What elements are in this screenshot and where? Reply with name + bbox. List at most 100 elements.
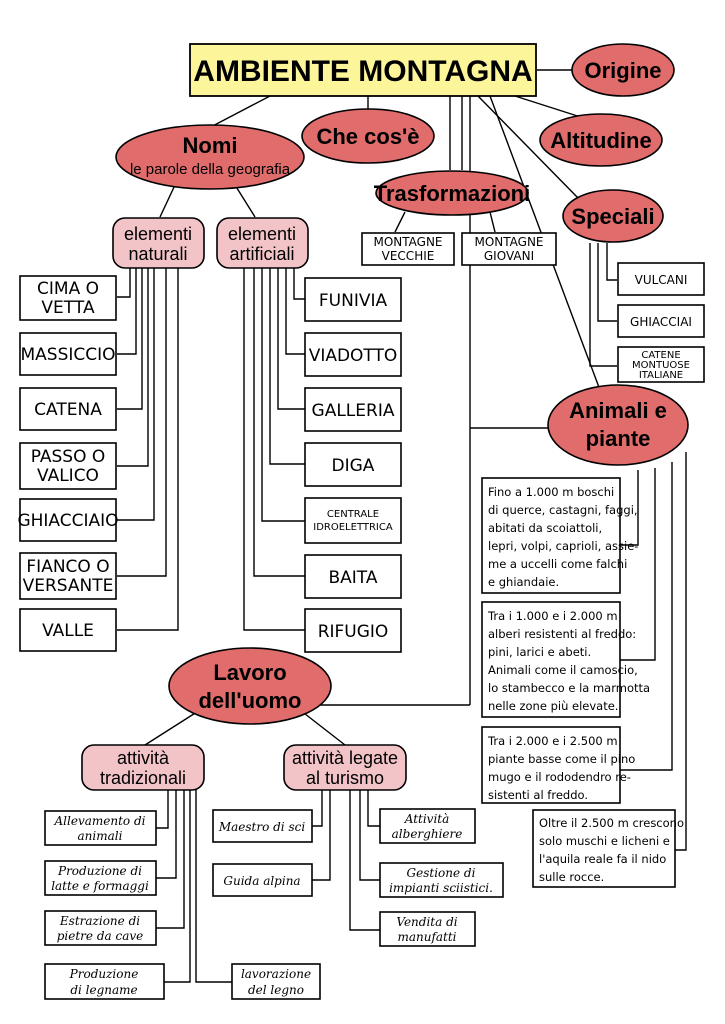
pill-elementi-artificiali: elementi artificiali <box>216 217 309 269</box>
oval-che-cose: Che cos'è <box>301 108 435 164</box>
svg-text:MONTAGNE: MONTAGNE <box>373 235 442 249</box>
svg-text:alberi resistenti al freddo:: alberi resistenti al freddo: <box>488 627 636 641</box>
svg-text:IDROELETTRICA: IDROELETTRICA <box>313 522 393 533</box>
svg-text:CENTRALE: CENTRALE <box>327 509 379 520</box>
svg-text:me a uccelli come falchi: me a uccelli come falchi <box>488 557 627 571</box>
svg-text:MONTUOSE: MONTUOSE <box>632 360 690 371</box>
box-valle: VALLE <box>19 608 117 652</box>
box-galleria: GALLERIA <box>304 387 402 432</box>
svg-text:RIFUGIO: RIFUGIO <box>318 622 389 642</box>
box-vulcani: VULCANI <box>617 262 705 296</box>
svg-text:Allevamento di: Allevamento di <box>54 814 146 828</box>
svg-text:CATENE: CATENE <box>641 350 680 361</box>
svg-text:Guida alpina: Guida alpina <box>223 874 300 888</box>
svg-text:latte e formaggi: latte e formaggi <box>51 879 149 893</box>
box-centrale-idroelettrica: CENTRALE IDROELETTRICA <box>304 497 402 544</box>
box-rifugio: RIFUGIO <box>304 608 402 653</box>
box-estrazione-pietre: Estrazione di pietre da cave <box>44 910 157 946</box>
svg-text:Lavoro: Lavoro <box>213 660 286 685</box>
pill-attivita-turismo: attività legate al turismo <box>283 744 407 791</box>
svg-text:Oltre il 2.500 m crescono: Oltre il 2.500 m crescono <box>539 816 684 830</box>
box-allevamento: Allevamento di animali <box>44 810 157 846</box>
page-title: AMBIENTE MONTAGNA <box>193 55 532 88</box>
oval-trasformazioni: Trasformazioni <box>374 170 530 216</box>
oval-nomi: Nomi le parole della geografia <box>115 124 305 190</box>
svg-text:pietre da cave: pietre da cave <box>57 929 144 943</box>
box-latte-formaggi: Produzione di latte e formaggi <box>44 860 157 896</box>
svg-text:tradizionali: tradizionali <box>100 768 186 788</box>
svg-text:FUNIVIA: FUNIVIA <box>319 291 388 311</box>
svg-text:e ghiandaie.: e ghiandaie. <box>488 575 559 589</box>
box-catena: CATENA <box>19 387 117 431</box>
svg-text:Trasformazioni: Trasformazioni <box>374 181 530 206</box>
svg-text:GIOVANI: GIOVANI <box>484 249 534 263</box>
svg-text:VALICO: VALICO <box>37 466 99 486</box>
svg-text:VECCHIE: VECCHIE <box>382 249 435 263</box>
svg-text:BAITA: BAITA <box>329 568 378 588</box>
svg-text:GHIACCIAI: GHIACCIAI <box>630 315 692 329</box>
svg-text:del legno: del legno <box>248 983 304 997</box>
svg-text:MONTAGNE: MONTAGNE <box>474 235 543 249</box>
oval-animali-piante: Animali e piante <box>547 384 689 466</box>
svg-text:animali: animali <box>78 829 123 843</box>
box-produzione-legname: Produzione di legname <box>44 963 165 1000</box>
note-oltre-2500: Oltre il 2.500 m crescono solo muschi e … <box>532 809 684 888</box>
svg-text:VERSANTE: VERSANTE <box>23 576 114 596</box>
svg-text:lavorazione: lavorazione <box>241 967 311 981</box>
svg-text:GHIACCIAIO: GHIACCIAIO <box>17 511 118 531</box>
svg-text:CIMA O: CIMA O <box>37 279 99 299</box>
box-impianti-sciistici: Gestione di impianti sciistici. <box>379 862 504 898</box>
title-box: AMBIENTE MONTAGNA <box>189 43 537 97</box>
svg-text:VIADOTTO: VIADOTTO <box>309 346 398 366</box>
svg-text:VULCANI: VULCANI <box>635 273 688 287</box>
svg-text:Attività: Attività <box>404 812 450 826</box>
oval-lavoro-uomo: Lavoro dell'uomo <box>168 647 332 725</box>
svg-text:di legname: di legname <box>70 983 137 997</box>
svg-text:VETTA: VETTA <box>41 298 95 318</box>
oval-speciali: Speciali <box>562 189 664 243</box>
svg-text:VALLE: VALLE <box>42 621 94 641</box>
svg-text:Produzione di: Produzione di <box>57 864 142 878</box>
svg-text:Tra i 2.000 e i 2.500 m: Tra i 2.000 e i 2.500 m <box>487 734 618 748</box>
svg-text:abitati da scoiattoli,: abitati da scoiattoli, <box>488 521 602 535</box>
svg-text:lo stambecco e la marmotta: lo stambecco e la marmotta <box>488 681 650 695</box>
svg-text:ITALIANE: ITALIANE <box>639 370 683 381</box>
svg-text:Origine: Origine <box>584 58 661 83</box>
svg-text:attività: attività <box>117 748 170 768</box>
svg-text:sulle rocce.: sulle rocce. <box>539 870 604 884</box>
svg-text:nelle zone più elevate.: nelle zone più elevate. <box>488 699 618 713</box>
svg-text:Vendita di: Vendita di <box>396 915 457 929</box>
svg-text:Tra i 1.000 e i 2.000 m: Tra i 1.000 e i 2.000 m <box>487 609 618 623</box>
svg-text:Animali come il camoscio,: Animali come il camoscio, <box>488 663 638 677</box>
box-ghiacciaio: GHIACCIAIO <box>17 498 119 542</box>
svg-text:mugo e il rododendro re-: mugo e il rododendro re- <box>488 770 631 784</box>
svg-text:alberghiere: alberghiere <box>392 827 463 841</box>
svg-text:Produzione: Produzione <box>69 967 139 981</box>
svg-text:DIGA: DIGA <box>332 456 375 476</box>
svg-text:MASSICCIO: MASSICCIO <box>20 345 115 365</box>
box-maestro-sci: Maestro di sci <box>212 809 313 843</box>
box-diga: DIGA <box>304 442 402 487</box>
svg-text:naturali: naturali <box>128 244 187 264</box>
box-massiccio: MASSICCIO <box>19 332 117 376</box>
box-catene-montuose: CATENE MONTUOSE ITALIANE <box>617 346 705 383</box>
oval-origine: Origine <box>571 43 675 97</box>
box-montagne-giovani: MONTAGNE GIOVANI <box>461 232 557 266</box>
svg-text:elementi: elementi <box>228 224 296 244</box>
svg-text:Altitudine: Altitudine <box>550 128 651 153</box>
box-baita: BAITA <box>304 554 402 599</box>
box-montagne-vecchie: MONTAGNE VECCHIE <box>361 232 455 266</box>
svg-text:Maestro di sci: Maestro di sci <box>218 820 306 834</box>
svg-text:GALLERIA: GALLERIA <box>312 401 395 421</box>
svg-text:manufatti: manufatti <box>397 930 456 944</box>
svg-text:le parole della geografia: le parole della geografia <box>130 161 291 178</box>
svg-text:artificiali: artificiali <box>229 244 294 264</box>
svg-text:FIANCO O: FIANCO O <box>26 557 109 577</box>
svg-text:Estrazione di: Estrazione di <box>59 914 140 928</box>
svg-text:dell'uomo: dell'uomo <box>198 688 301 713</box>
svg-text:elementi: elementi <box>124 224 192 244</box>
svg-text:sistenti al freddo.: sistenti al freddo. <box>488 788 588 802</box>
pill-attivita-tradizionali: attività tradizionali <box>81 744 205 791</box>
svg-text:solo muschi e licheni e: solo muschi e licheni e <box>539 834 670 848</box>
svg-text:Animali e: Animali e <box>569 398 667 423</box>
